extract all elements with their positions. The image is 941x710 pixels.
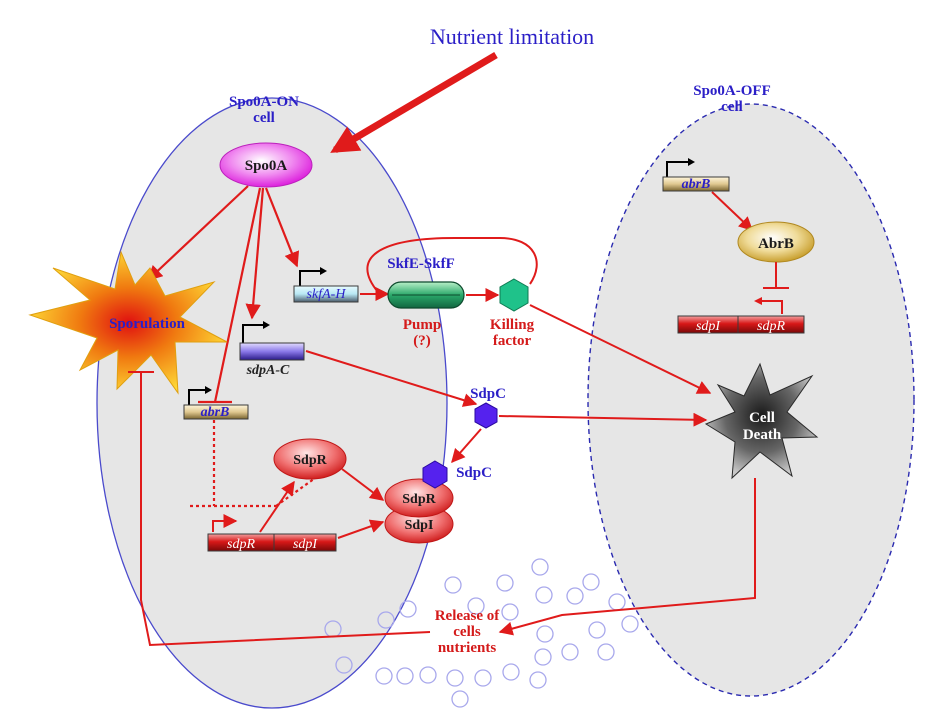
svg-text:sdpR: sdpR bbox=[757, 319, 785, 334]
spo0a-on-label: Spo0A-ON bbox=[229, 94, 299, 110]
sdpc-to-death-arrow bbox=[498, 412, 708, 427]
nutrient-limitation-arrow bbox=[330, 51, 498, 154]
operon-arrows bbox=[259, 468, 385, 539]
sdpac-gene: sdpA-C bbox=[239, 321, 305, 378]
sporulation-star bbox=[28, 250, 228, 395]
nutrient-limitation-label: Nutrient limitation bbox=[430, 24, 594, 49]
svg-text:abrB: abrB bbox=[682, 177, 711, 192]
svg-text:sdpI: sdpI bbox=[696, 319, 721, 334]
spo0a-protein bbox=[219, 142, 313, 188]
spo0a-on-label-cell: cell bbox=[253, 110, 275, 126]
svg-text:sdpA-C: sdpA-C bbox=[246, 363, 290, 378]
spo0a-arrows bbox=[146, 185, 300, 404]
abrb-gene-off: abrB bbox=[662, 158, 730, 192]
spo0a-off-label-cell: cell bbox=[721, 99, 743, 115]
release-label-3: nutrients bbox=[438, 640, 497, 656]
killing-to-death-arrow bbox=[529, 304, 712, 394]
sdpc-bottom bbox=[422, 460, 448, 489]
pump-label-q: (?) bbox=[413, 333, 431, 349]
complex-sdpr bbox=[384, 478, 454, 518]
skfef-loop bbox=[366, 237, 538, 293]
abrb-repression bbox=[760, 262, 789, 314]
abrb-gene-to-protein-arrow bbox=[711, 191, 754, 231]
cell-death-label: Cell bbox=[749, 410, 775, 426]
svg-text:skfA-H: skfA-H bbox=[307, 287, 347, 302]
operon-off-promoter-tip bbox=[754, 297, 762, 305]
svg-text:abrB: abrB bbox=[201, 405, 230, 420]
dotted-repression bbox=[190, 420, 319, 508]
complex-sdpi-label: SdpI bbox=[405, 518, 434, 533]
sdpc-top bbox=[474, 402, 498, 429]
cell-death-label-2: Death bbox=[743, 427, 782, 443]
pump-label: Pump bbox=[403, 317, 441, 333]
svg-text:sdpR: sdpR bbox=[227, 537, 255, 552]
sdpc-top-label: SdpC bbox=[470, 386, 506, 402]
death-to-release-arrow bbox=[498, 478, 756, 636]
release-label-1: Release of bbox=[435, 608, 501, 624]
sdpc-bottom-label: SdpC bbox=[456, 465, 492, 481]
abrb-protein-label: AbrB bbox=[758, 236, 794, 252]
svg-text:sdpI: sdpI bbox=[293, 537, 318, 552]
release-to-sporulation-path bbox=[140, 372, 431, 647]
sdpr-protein-label: SdpR bbox=[293, 453, 327, 468]
sdpr-protein bbox=[273, 438, 347, 480]
sdp-operon-off: sdpI sdpR bbox=[677, 315, 805, 334]
release-label-2: cells bbox=[453, 624, 481, 640]
sdp-operon-on: sdpR sdpI bbox=[207, 514, 337, 552]
killing-factor-label-2: factor bbox=[493, 333, 532, 349]
complex-sdpr-label: SdpR bbox=[402, 492, 436, 507]
sporulation-label: Sporulation bbox=[109, 316, 186, 332]
abrb-gene-on: abrB bbox=[183, 386, 249, 420]
sdpac-to-sdpc-arrow bbox=[305, 350, 478, 407]
skfah-gene: skfA-H bbox=[293, 267, 359, 303]
spo0a-on-cell bbox=[96, 97, 448, 709]
spo0a-label: Spo0A bbox=[245, 158, 288, 174]
killing-factor bbox=[499, 278, 529, 312]
spo0a-off-label: Spo0A-OFF bbox=[693, 83, 771, 99]
killing-factor-label: Killing bbox=[490, 317, 535, 333]
skfef-label: SkfE-SkfF bbox=[387, 256, 455, 272]
cell-death-star bbox=[704, 362, 819, 480]
sdpc-to-complex-arrow bbox=[451, 428, 482, 464]
